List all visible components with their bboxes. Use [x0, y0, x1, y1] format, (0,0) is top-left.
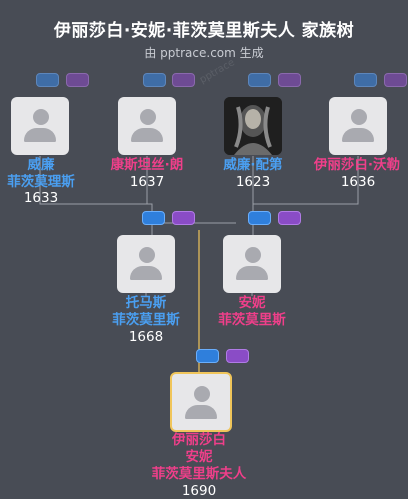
person-name: 伊丽莎白·沃勒 [306, 157, 408, 174]
connector-to-g2a [94, 203, 153, 236]
father-link-button[interactable] [354, 73, 377, 87]
portrait-photo [224, 97, 282, 155]
father-link-button[interactable] [248, 73, 271, 87]
father-link-button[interactable] [248, 211, 271, 225]
avatar-body-icon [342, 128, 374, 142]
person-name: 安妮 菲茨莫里斯 [202, 295, 302, 329]
mother-link-button[interactable] [384, 73, 407, 87]
mother-link-button[interactable] [226, 349, 249, 363]
avatar-head-icon [245, 247, 261, 263]
father-link-button[interactable] [36, 73, 59, 87]
birth-year: 1623 [235, 174, 271, 190]
avatar-body-icon [130, 266, 162, 280]
name-line: 伊丽莎白 [172, 432, 226, 448]
name-line: 安妮 [185, 449, 213, 465]
person-card-elizabeth-waller[interactable] [329, 97, 387, 155]
avatar-head-icon [140, 109, 156, 125]
connector-g1a [39, 156, 94, 205]
name-line: 威廉 [27, 157, 55, 173]
birth-year: 1636 [340, 174, 376, 190]
person-name: 康斯坦丝·朗 [97, 157, 197, 174]
mother-link-button[interactable] [172, 211, 195, 225]
mother-link-button[interactable] [278, 211, 301, 225]
person-name: 威廉·配第 [203, 157, 303, 174]
name-line: 康斯坦丝·朗 [110, 157, 184, 173]
name-line: 托马斯 [125, 295, 167, 311]
birth-year: 1637 [129, 174, 165, 190]
father-link-button[interactable] [143, 73, 166, 87]
person-card-constance-long[interactable] [118, 97, 176, 155]
avatar-head-icon [194, 386, 210, 402]
name-line: 安妮 [238, 295, 266, 311]
name-line: 伊丽莎白·沃勒 [313, 157, 401, 173]
birth-year: 1690 [181, 483, 217, 499]
connector-g1d [305, 156, 359, 205]
person-card-anne-fitzmaurice[interactable] [223, 235, 281, 293]
birth-year: 1633 [23, 190, 59, 206]
person-card-elizabeth-anne-focus[interactable] [170, 372, 232, 432]
person-card-william-fitzmaurice[interactable] [11, 97, 69, 155]
mother-link-button[interactable] [66, 73, 89, 87]
page-subtitle: 由 pptrace.com 生成 [144, 46, 264, 60]
person-name: 威廉 菲茨莫理斯 [0, 157, 82, 191]
avatar-body-icon [24, 128, 56, 142]
birth-year: 1668 [128, 329, 164, 345]
name-line: 菲茨莫理斯 [7, 174, 75, 190]
connector-to-g2b [252, 203, 305, 236]
avatar-body-icon [131, 128, 163, 142]
person-name: 托马斯 菲茨莫里斯 [96, 295, 196, 329]
person-card-thomas-fitzmaurice[interactable] [117, 235, 175, 293]
person-name: 伊丽莎白 安妮 菲茨莫里斯夫人 [134, 432, 264, 483]
mother-link-button[interactable] [278, 73, 301, 87]
avatar-head-icon [351, 109, 367, 125]
father-link-button[interactable] [196, 349, 219, 363]
avatar-body-icon [185, 405, 217, 419]
person-card-william-petty-photo[interactable] [224, 97, 282, 155]
father-link-button[interactable] [142, 211, 165, 225]
name-line: 菲茨莫里斯 [112, 312, 180, 328]
page-title: 伊丽莎白·安妮·菲茨莫里斯夫人 家族树 [53, 21, 355, 41]
avatar-head-icon [139, 247, 155, 263]
avatar-head-icon [33, 109, 49, 125]
avatar-body-icon [236, 266, 268, 280]
name-line: 菲茨莫里斯 [218, 312, 286, 328]
mother-link-button[interactable] [172, 73, 195, 87]
name-line: 威廉·配第 [223, 157, 283, 173]
name-line: 菲茨莫里斯夫人 [151, 466, 247, 482]
